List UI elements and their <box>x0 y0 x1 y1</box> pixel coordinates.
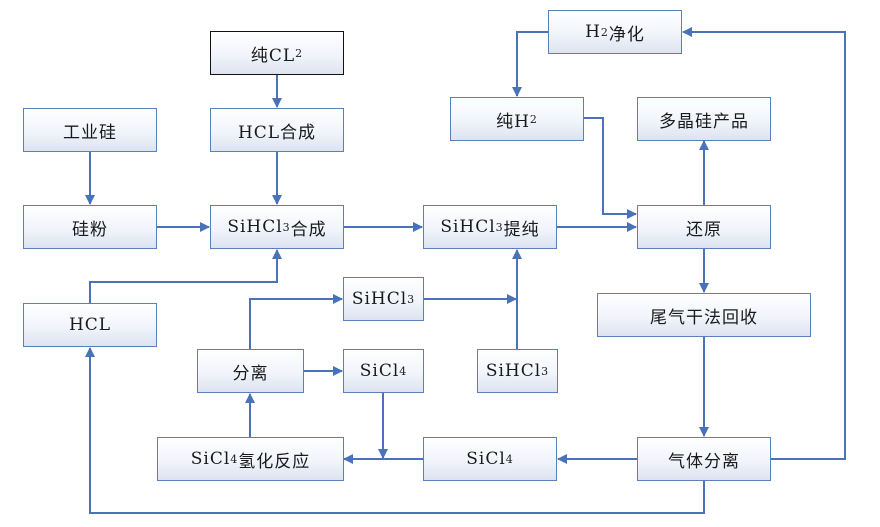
node-subscript: 4 <box>399 364 408 378</box>
node-subscript: 3 <box>495 220 504 234</box>
edge-gas-separation-to-hcl <box>85 347 705 514</box>
node-label: SiCl <box>466 449 506 469</box>
node-tail-gas-recovery: 尾气干法回收 <box>597 293 811 337</box>
node-label-suffix: 氢化反应 <box>238 451 311 472</box>
node-label: SiHCl <box>485 361 542 381</box>
node-subscript: 3 <box>282 220 291 234</box>
node-label-suffix: 提纯 <box>503 219 540 240</box>
node-label: 硅粉 <box>72 219 108 240</box>
edge-gas-separation-to-h2-purify <box>682 27 846 460</box>
node-hcl: HCL <box>23 303 157 347</box>
node-subscript: 2 <box>529 112 538 126</box>
node-label: 尾气干法回收 <box>650 307 758 328</box>
node-label: SiHCl <box>351 289 408 309</box>
node-label: 多晶硅产品 <box>659 111 749 132</box>
node-subscript: 2 <box>600 25 609 39</box>
node-label: 纯H <box>496 111 530 132</box>
node-label: SiCl <box>190 449 231 469</box>
node-subscript: 4 <box>230 452 239 466</box>
node-label: 气体分离 <box>668 451 740 472</box>
node-gas-separation: 气体分离 <box>637 437 771 481</box>
node-label: SiHCl <box>440 217 496 237</box>
node-label: 还原 <box>686 219 722 240</box>
node-label: H <box>585 22 601 42</box>
node-label: 分离 <box>232 363 269 384</box>
node-label: HCL合成 <box>237 122 317 143</box>
node-industrial-si: 工业硅 <box>23 108 157 152</box>
node-hcl-synth: HCL合成 <box>210 108 344 152</box>
node-subscript: 3 <box>541 364 550 378</box>
edge-hcl-to-sihcl3-synth <box>89 249 282 303</box>
node-label: 工业硅 <box>63 122 117 143</box>
node-label: HCL <box>68 315 112 335</box>
node-label-suffix: 合成 <box>290 219 327 240</box>
node-polysi-product: 多晶硅产品 <box>637 97 771 141</box>
node-label-suffix: 净化 <box>608 24 645 45</box>
node-subscript: 4 <box>505 452 514 466</box>
node-si-powder: 硅粉 <box>23 205 157 249</box>
node-subscript: 2 <box>295 46 304 60</box>
node-label: SiCl <box>359 361 400 381</box>
node-reduction: 还原 <box>637 205 771 249</box>
node-label: SiHCl <box>227 217 283 237</box>
edge-h2-purify-to-pure-h2 <box>512 31 548 97</box>
node-label: 纯CL <box>250 45 296 66</box>
edge-separation-to-sihcl3-mid <box>249 294 343 349</box>
node-subscript: 3 <box>407 292 416 306</box>
node-separation: 分离 <box>197 349 304 393</box>
edge-pure-h2-to-reduction <box>583 117 637 219</box>
